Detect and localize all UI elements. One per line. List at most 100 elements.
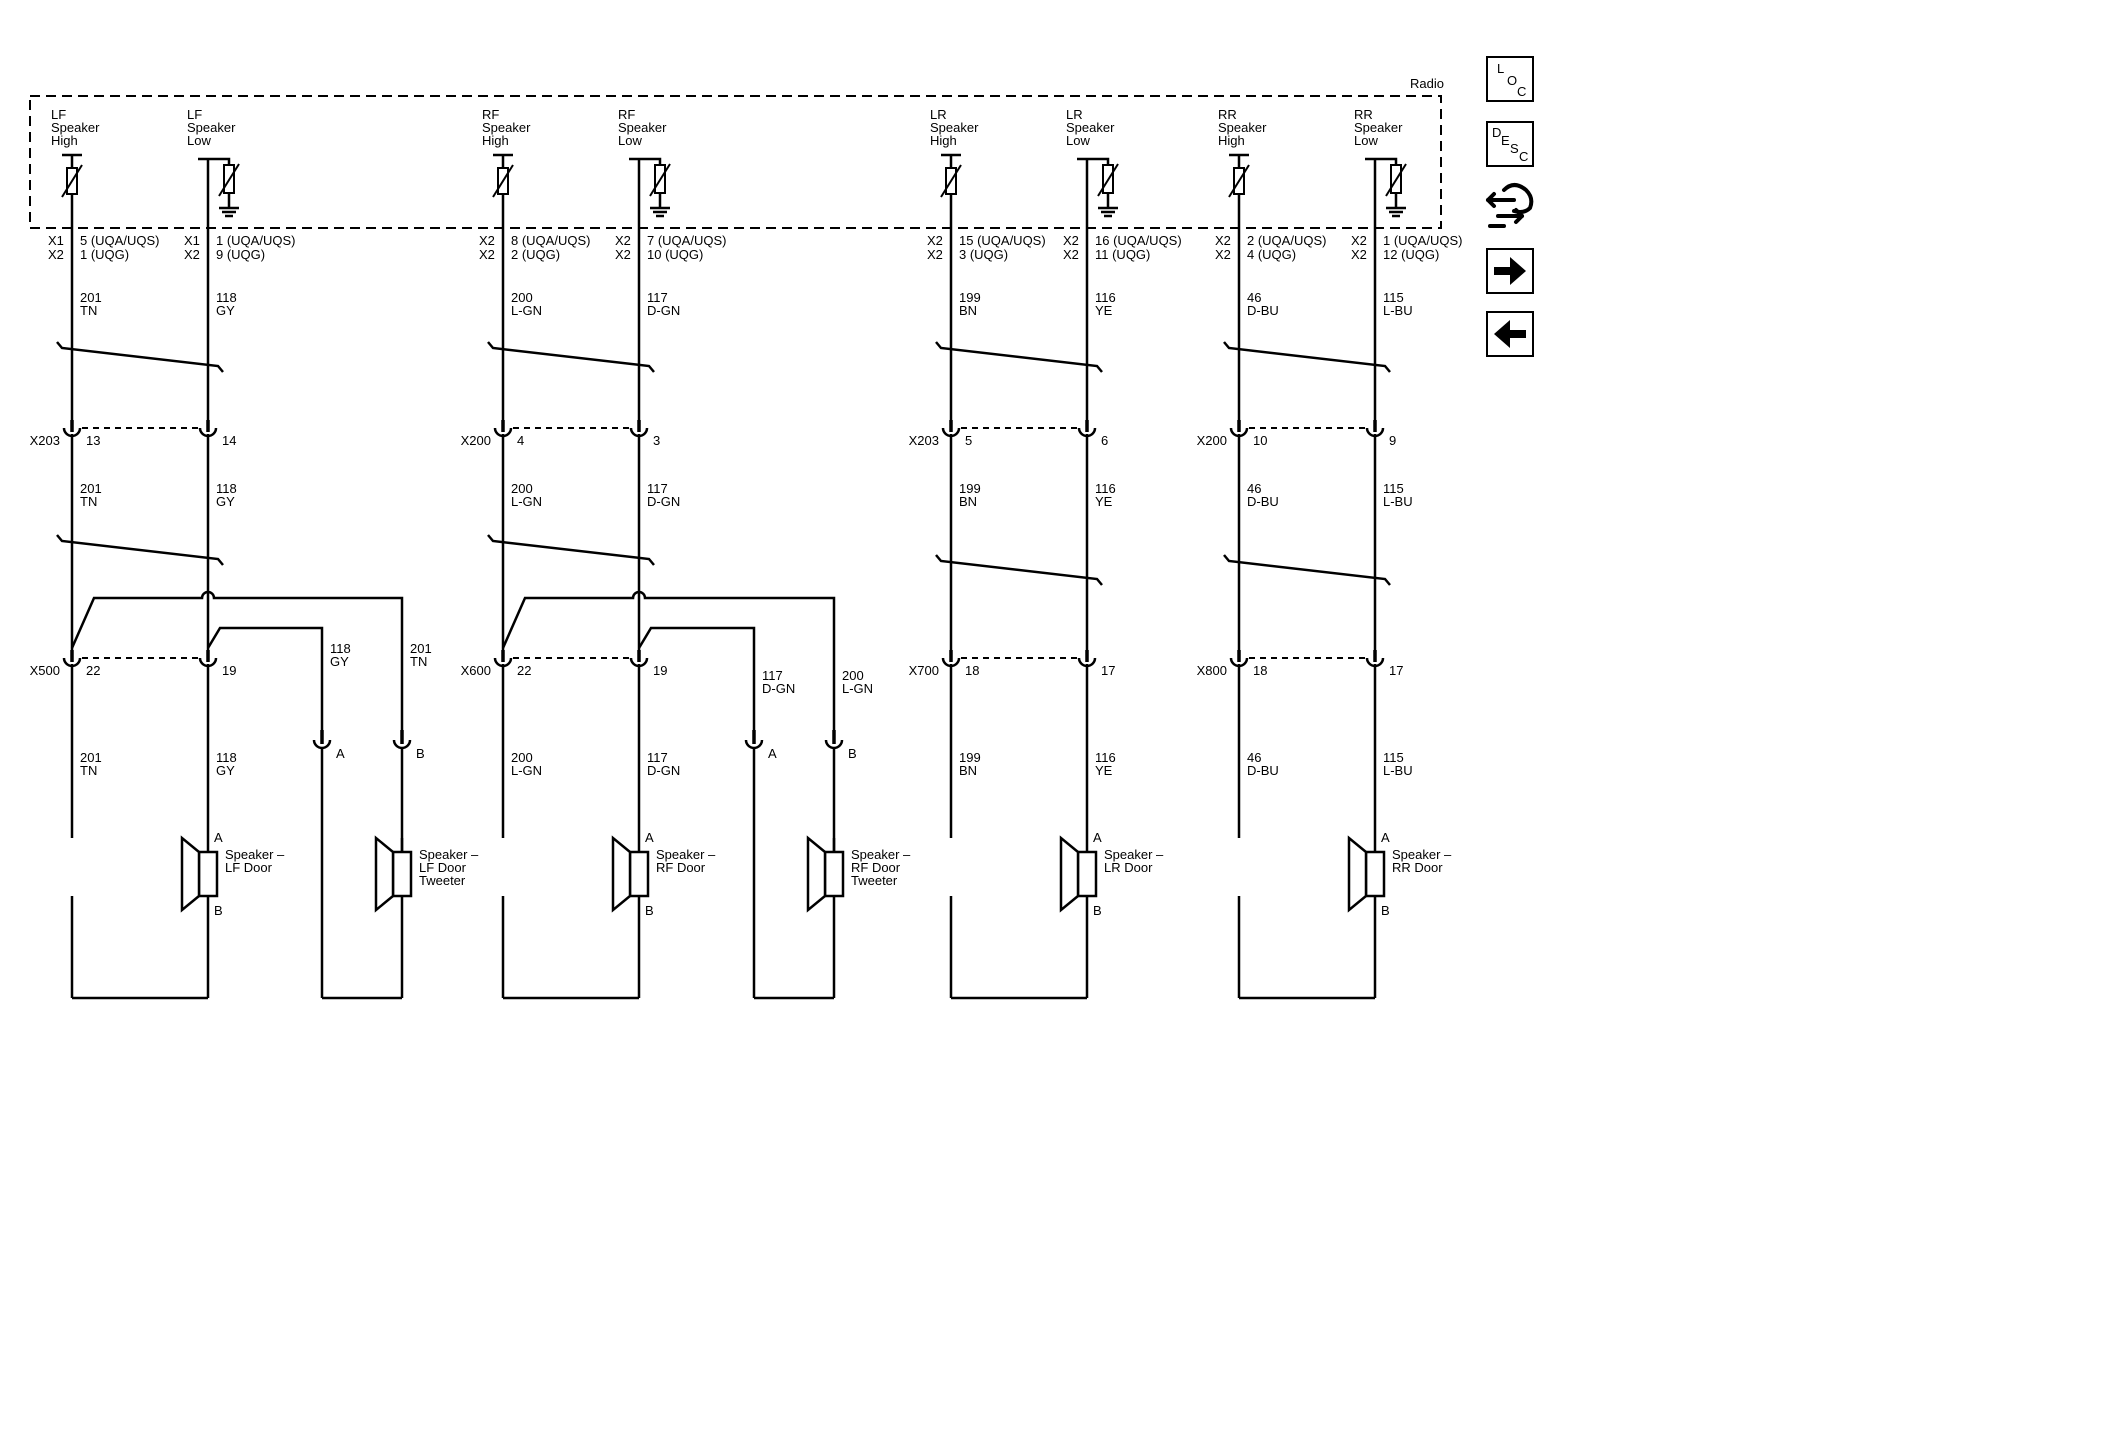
harness-connector-name: X2 bbox=[1351, 247, 1367, 262]
loc-button[interactable]: L O C bbox=[1486, 56, 1534, 102]
harness-pin: 12 (UQG) bbox=[1383, 247, 1439, 262]
connector-terminal bbox=[1365, 657, 1385, 668]
connector-pin: B bbox=[848, 746, 857, 761]
harness-connector-name: X1 bbox=[184, 233, 200, 248]
circuit-number: 46 bbox=[1247, 290, 1261, 305]
input-label-line: Speaker bbox=[930, 120, 979, 135]
circuit-number: 115 bbox=[1383, 481, 1404, 496]
harness-pin: 15 (UQA/UQS) bbox=[959, 233, 1046, 248]
circuit-number: 200 bbox=[511, 290, 533, 305]
harness-pin: 1 (UQG) bbox=[80, 247, 129, 262]
wire-color: D-BU bbox=[1247, 303, 1279, 318]
input-label-line: Speaker bbox=[187, 120, 236, 135]
connector-name: X203 bbox=[909, 433, 939, 448]
connector-pin: 18 bbox=[965, 663, 979, 678]
speaker-label-line: RF Door bbox=[656, 860, 706, 875]
variable-resistor-arrow bbox=[1097, 163, 1119, 197]
harness-pin: 10 (UQG) bbox=[647, 247, 703, 262]
wire-color: TN bbox=[80, 494, 97, 509]
input-label-line: Low bbox=[1066, 133, 1090, 148]
circuit-number: 199 bbox=[959, 750, 981, 765]
previous-button[interactable] bbox=[1486, 311, 1534, 357]
harness-pin: 16 (UQA/UQS) bbox=[1095, 233, 1182, 248]
input-label-line: Low bbox=[187, 133, 211, 148]
twisted-pair-marker bbox=[56, 341, 224, 373]
wires bbox=[70, 228, 1377, 1000]
desc-glyph-4: C bbox=[1519, 149, 1528, 164]
speaker-label-line: LF Door bbox=[419, 860, 467, 875]
speaker-pin: A bbox=[1093, 830, 1102, 845]
connector-terminal bbox=[62, 657, 82, 668]
harness-pin: 8 (UQA/UQS) bbox=[511, 233, 590, 248]
connector-terminal bbox=[493, 657, 513, 668]
circuit-number: 199 bbox=[959, 481, 981, 496]
speaker-label-line: Speaker – bbox=[1104, 847, 1164, 862]
harness-connector-name: X1 bbox=[48, 233, 64, 248]
input-label-line: RR bbox=[1354, 107, 1373, 122]
wire-color: D-GN bbox=[647, 494, 680, 509]
connector-pin: 3 bbox=[653, 433, 660, 448]
circuit-number: 117 bbox=[647, 750, 668, 765]
circuit-number: 201 bbox=[80, 750, 102, 765]
radio-label: Radio bbox=[1410, 76, 1444, 91]
input-label-line: RF bbox=[618, 107, 635, 122]
connector-name: X203 bbox=[30, 433, 60, 448]
connector-terminal bbox=[824, 739, 844, 750]
circuit-number: 115 bbox=[1383, 290, 1404, 305]
next-button[interactable] bbox=[1486, 248, 1534, 294]
variable-resistor-arrow bbox=[940, 164, 962, 198]
input-label-line: High bbox=[930, 133, 957, 148]
harness-connector-name: X2 bbox=[927, 233, 943, 248]
speaker-cone bbox=[374, 835, 395, 913]
speaker-label-line: Speaker – bbox=[851, 847, 911, 862]
wire-color: BN bbox=[959, 763, 977, 778]
connector-pin: 18 bbox=[1253, 663, 1267, 678]
speaker-pin: B bbox=[1381, 903, 1390, 918]
desc-glyph-1: D bbox=[1492, 125, 1501, 140]
connector-upper-X203: X203 5 6 bbox=[909, 420, 1108, 448]
wire-color: TN bbox=[410, 654, 427, 669]
radio-module-boundary bbox=[29, 95, 1442, 229]
radio-module: Radio bbox=[29, 76, 1444, 229]
connector-pin: A bbox=[768, 746, 777, 761]
connector-hand-button[interactable] bbox=[1484, 178, 1540, 232]
harness-connector-name: X2 bbox=[479, 233, 495, 248]
wire-color: TN bbox=[80, 763, 97, 778]
circuit-number: 118 bbox=[330, 641, 351, 656]
tweeter-feed-wire bbox=[206, 626, 324, 740]
connector-terminal bbox=[1229, 427, 1249, 438]
desc-glyph-2: E bbox=[1501, 133, 1510, 148]
connector-terminal bbox=[312, 739, 332, 750]
speaker-label-line: Speaker – bbox=[225, 847, 285, 862]
speaker-magnet bbox=[1364, 850, 1386, 898]
wire-color: D-GN bbox=[647, 763, 680, 778]
connector-pin: 6 bbox=[1101, 433, 1108, 448]
wire-color: YE bbox=[1095, 303, 1113, 318]
speaker-cone bbox=[180, 835, 201, 913]
twisted-pair-marker bbox=[56, 534, 224, 566]
speaker-magnet bbox=[197, 850, 219, 898]
connector-pin: 5 bbox=[965, 433, 972, 448]
variable-resistor-arrow bbox=[218, 163, 240, 197]
connector-terminal bbox=[198, 427, 218, 438]
wire-color: L-GN bbox=[511, 494, 542, 509]
wire-color: L-GN bbox=[511, 763, 542, 778]
circuit-number: 116 bbox=[1095, 481, 1116, 496]
connector-terminal bbox=[62, 427, 82, 438]
speaker-pin: A bbox=[1381, 830, 1390, 845]
circuit-number: 118 bbox=[216, 750, 237, 765]
wire-color: L-BU bbox=[1383, 763, 1413, 778]
harness-connector-name: X2 bbox=[1063, 233, 1079, 248]
desc-button[interactable]: D E S C bbox=[1486, 121, 1534, 167]
variable-resistor-arrow bbox=[492, 164, 514, 198]
